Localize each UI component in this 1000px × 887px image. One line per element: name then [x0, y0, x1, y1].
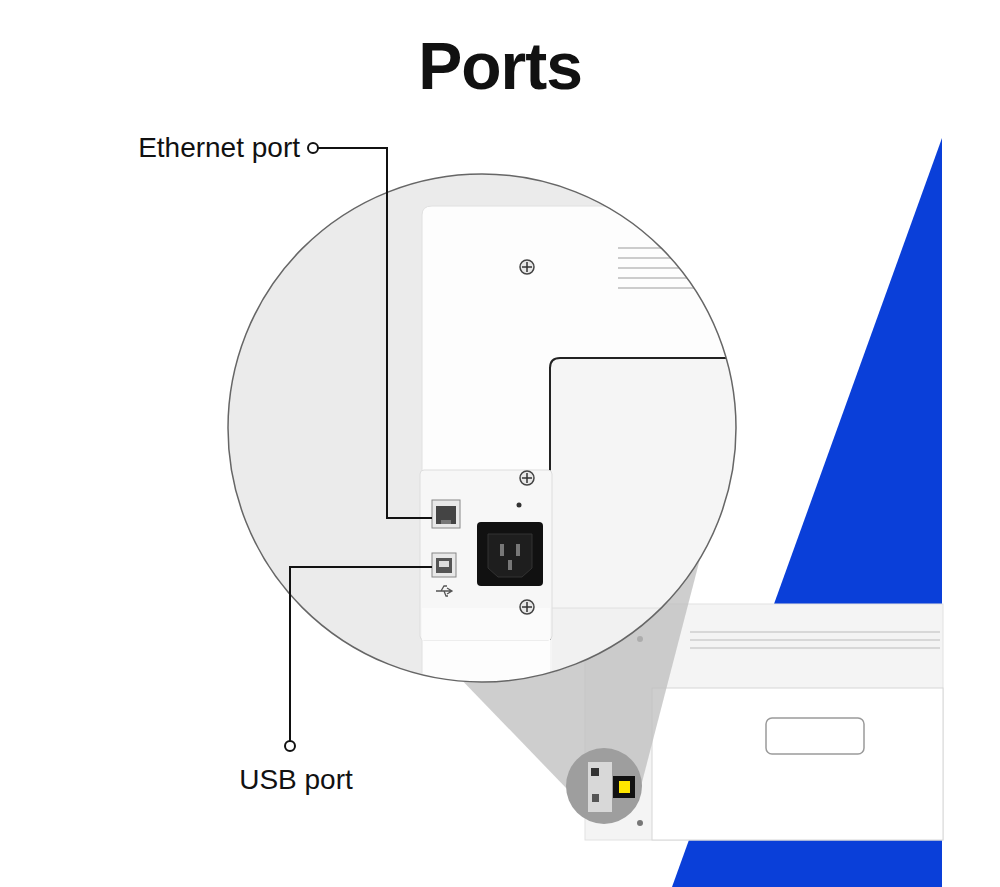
- leader-lines: [285, 143, 432, 751]
- small-spot: [566, 748, 642, 824]
- title: Ports: [0, 28, 1000, 104]
- callout-label: Ethernet port: [138, 132, 300, 164]
- callout-label: USB port: [239, 764, 353, 796]
